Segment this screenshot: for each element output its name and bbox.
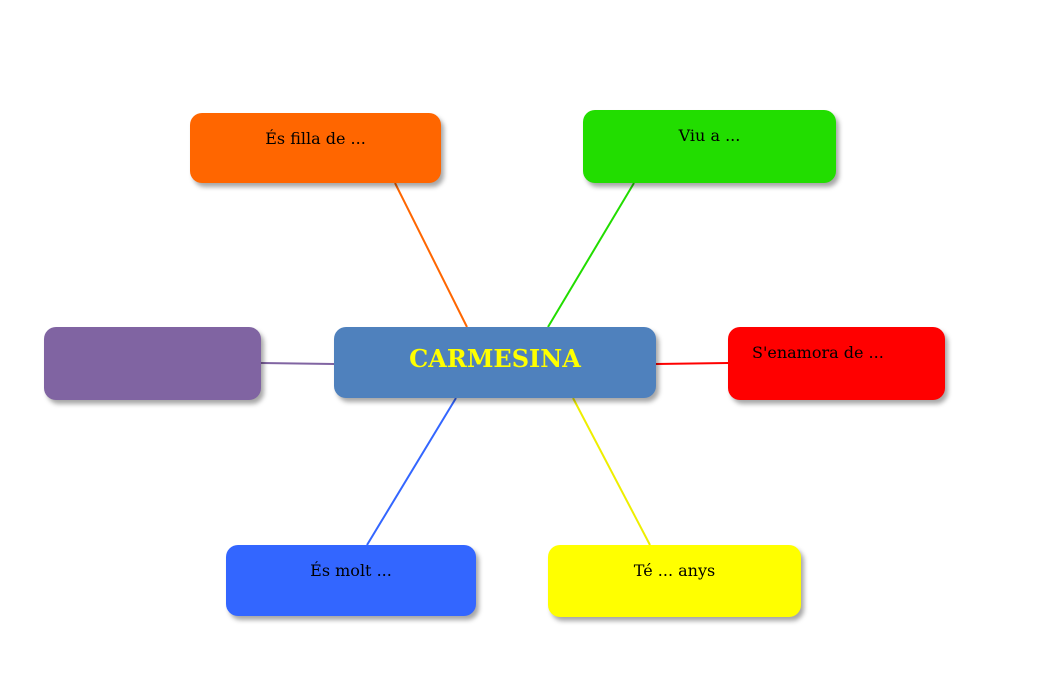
node-label: Viu a ... [678,126,741,145]
node-love[interactable]: S'enamora de ... [728,327,945,400]
node-age[interactable]: Té ... anys [548,545,801,617]
link-blank [260,362,335,365]
link-age [572,397,651,546]
link-very [366,397,457,546]
node-label: S'enamora de ... [752,343,884,362]
node-blank[interactable] [44,327,261,400]
node-center[interactable]: CARMESINA [334,327,656,398]
link-daughter [394,182,468,328]
link-lives [547,182,635,328]
node-label: És filla de ... [265,129,366,148]
node-very[interactable]: És molt ... [226,545,476,616]
node-daughter[interactable]: És filla de ... [190,113,441,183]
node-lives[interactable]: Viu a ... [583,110,836,183]
node-label: És molt ... [310,561,392,580]
center-label: CARMESINA [409,344,581,373]
node-label: Té ... anys [633,561,716,580]
link-love [655,362,729,365]
